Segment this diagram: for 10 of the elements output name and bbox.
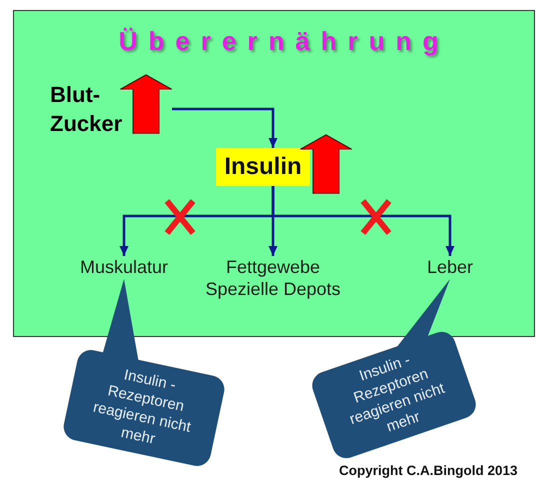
arrow (272, 186, 454, 256)
panel-heading: Überernährung (118, 26, 450, 56)
node-label: Blut- Zucker (50, 81, 122, 138)
node-label: Muskulatur (80, 256, 168, 278)
node-label: Leber (426, 256, 474, 278)
diagram-panel (13, 10, 535, 337)
arrow (172, 108, 278, 148)
highlighted-label: Insulin (216, 148, 310, 186)
node-label: Fettgewebe Spezielle Depots (202, 256, 344, 300)
copyright-note: Copyright C.A.Bingold 2013 (339, 463, 518, 479)
